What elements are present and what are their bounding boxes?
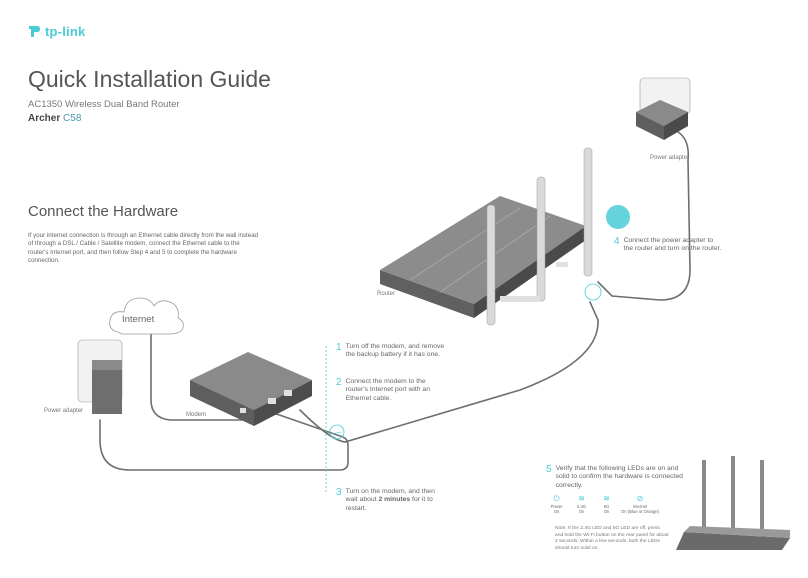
section-intro: If your internet connection is through a… xyxy=(28,232,259,264)
power-button-zoom-icon xyxy=(606,205,630,229)
power-adapter-right-label: Power adapter xyxy=(650,155,690,161)
step-text: Verify that the following LEDs are on an… xyxy=(555,465,683,489)
modem-power-cable xyxy=(99,409,349,471)
router-icon xyxy=(380,147,593,326)
step-2: 2 Connect the modem to the router's Inte… xyxy=(336,377,446,403)
internet-icon: ⊘ xyxy=(636,494,644,503)
step-number: 5 xyxy=(546,464,552,475)
step-5: 5 Verify that the following LEDs are on … xyxy=(546,464,684,490)
led-state: On xyxy=(578,509,585,515)
led-internet: ⊘ Internet On (Blue or Orange) xyxy=(621,494,659,514)
led-power: ⏻ Power On xyxy=(546,494,567,514)
model-name: Archer C58 xyxy=(28,113,81,124)
led-name: 5G xyxy=(603,504,610,509)
led-state: On (Blue or Orange) xyxy=(621,509,659,515)
step-text: Turn on the modem, and then wait about 2… xyxy=(346,488,446,513)
step-3: 3 Turn on the modem, and then wait about… xyxy=(336,487,446,513)
step-number: 4 xyxy=(614,236,620,247)
modem-icon xyxy=(190,352,312,426)
power-icon: ⏻ xyxy=(553,494,560,503)
ethernet-cable xyxy=(299,301,599,443)
step-text: Connect the modem to the router's Intern… xyxy=(345,378,430,402)
tp-link-logo-icon xyxy=(29,26,40,37)
step-number: 3 xyxy=(336,487,342,498)
led-note: Note: If the 2.4G LED and 5G LED are off… xyxy=(555,526,669,551)
modem-label: Modem xyxy=(186,412,207,418)
led-state: On xyxy=(603,509,610,515)
tp-link-logo: tp-link xyxy=(28,24,85,39)
led-2g: ≋ 2.4G On xyxy=(571,494,592,514)
internet-cloud-icon xyxy=(109,297,184,335)
model-brand: Archer xyxy=(28,113,61,124)
right-power-adapter-icon xyxy=(636,77,691,140)
router-label: Router xyxy=(377,291,396,297)
step-text: Turn off the modem, and remove the backu… xyxy=(345,343,445,359)
left-power-adapter-icon xyxy=(77,339,123,414)
led-state: On xyxy=(553,509,560,515)
internet-label: Internet xyxy=(122,314,155,325)
step-number: 1 xyxy=(336,342,342,353)
led-name: Power xyxy=(550,504,563,509)
logo-text: tp-link xyxy=(45,24,86,39)
step-text-part: for it to restart. xyxy=(345,496,433,512)
product-subtitle: AC1350 Wireless Dual Band Router xyxy=(28,99,180,110)
step-text: Connect the power adapter to the router … xyxy=(623,237,722,253)
page-title: Quick Installation Guide xyxy=(28,66,271,92)
router-power-cable xyxy=(597,131,691,301)
led-status-row: ⏻ Power On ≋ 2.4G On ≋ 5G On ⊘ Internet … xyxy=(546,494,659,514)
router-front-view-icon xyxy=(676,456,790,550)
step-text-part: Turn on the modem, and then wait about xyxy=(345,488,435,504)
step-number: 2 xyxy=(336,377,342,388)
step-1: 1 Turn off the modem, and remove the bac… xyxy=(336,343,446,360)
wifi-24-icon: ≋ xyxy=(578,494,585,503)
internet-cable xyxy=(150,329,256,421)
power-adapter-left-label: Power adapter xyxy=(44,408,84,414)
step-4: 4 Connect the power adapter to the route… xyxy=(614,237,722,254)
model-number: C58 xyxy=(63,113,82,124)
section-title: Connect the Hardware xyxy=(28,203,179,220)
led-name: Internet xyxy=(632,504,648,509)
led-5g: ≋ 5G On xyxy=(596,494,617,514)
step-text-bold: 2 minutes xyxy=(378,496,411,504)
led-name: 2.4G xyxy=(576,504,587,509)
wifi-5g-icon: ≋ xyxy=(603,494,610,503)
